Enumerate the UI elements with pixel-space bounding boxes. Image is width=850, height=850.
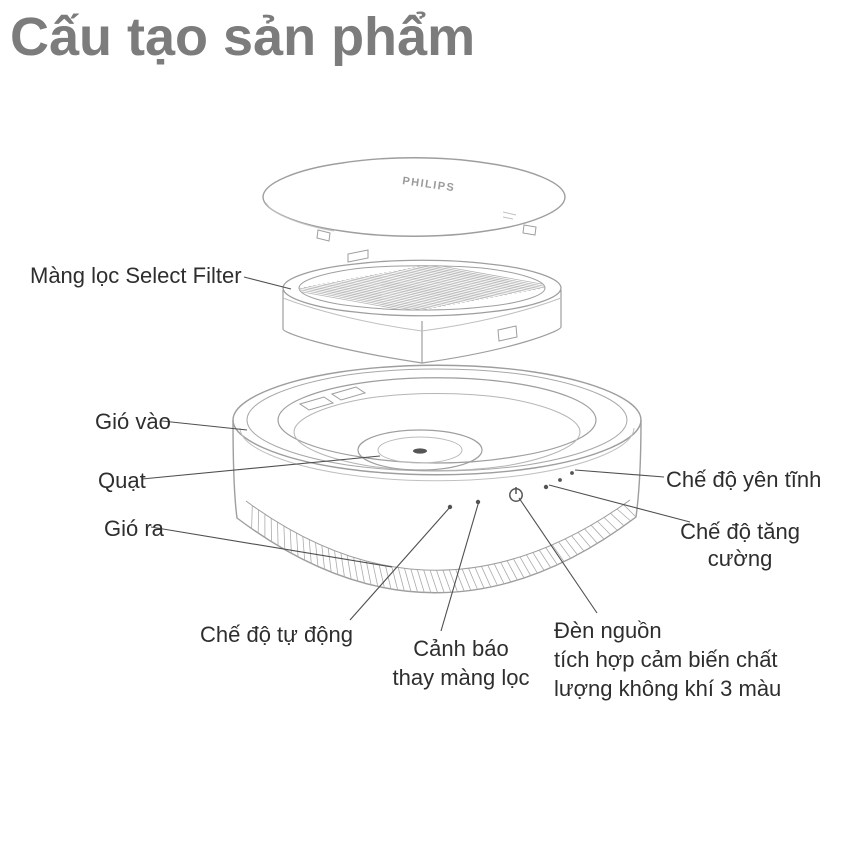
- filter-assembly: [282, 249, 562, 364]
- label-air-in: Gió vào: [95, 409, 171, 434]
- vent-band-top-edge: [245, 499, 631, 571]
- filter-warning-indicator: [475, 499, 481, 505]
- label-boost-line1: Chế độ tăng: [680, 519, 800, 544]
- label-auto-mode: Chế độ tự động: [200, 622, 353, 647]
- leader-power-light: [518, 497, 598, 614]
- leader-boost-mode: [548, 484, 691, 523]
- label-air-out: Gió ra: [104, 516, 164, 541]
- leader-air-out: [150, 526, 393, 568]
- label-boost-mode: Chế độ tăng cường: [664, 518, 816, 572]
- boost-mode-indicator: [543, 484, 549, 490]
- label-select-filter: Màng lọc Select Filter: [30, 263, 242, 288]
- label-boost-line2: cường: [707, 546, 773, 571]
- air-outlet-vents: [251, 504, 637, 593]
- body-outline: [232, 364, 642, 594]
- leader-filter: [243, 276, 292, 290]
- top-cover: PHILIPS: [262, 157, 566, 242]
- power-button-icon: [509, 487, 523, 502]
- label-quiet-mode: Chế độ yên tĩnh: [666, 467, 822, 492]
- leader-fan: [141, 455, 381, 480]
- label-warning-line2: thay màng lọc: [392, 665, 530, 690]
- page-title: Cấu tạo sản phẩm: [10, 7, 476, 67]
- leader-lines: [141, 276, 691, 632]
- label-power-line1: Đèn nguồn: [554, 618, 662, 643]
- leader-auto-mode: [349, 505, 452, 621]
- label-power-line2: tích hợp cảm biến chất: [554, 647, 778, 672]
- fan: [357, 429, 483, 471]
- leader-filter-warning: [440, 500, 480, 632]
- label-filter-warning: Cảnh báo thay màng lọc: [390, 634, 532, 692]
- quiet-mode-indicator: [558, 478, 562, 482]
- mode-indicator-dot: [570, 471, 574, 475]
- label-fan: Quạt: [98, 468, 146, 493]
- cover-foot: [316, 229, 331, 242]
- label-power-line3: lượng không khí 3 màu: [554, 676, 782, 701]
- leader-air-in: [161, 420, 248, 431]
- filter-pleats: [299, 265, 545, 310]
- label-power-light: Đèn nguồn tích hợp cảm biến chất lượng k…: [554, 616, 781, 703]
- label-warning-line1: Cảnh báo: [413, 636, 509, 661]
- leader-quiet-mode: [574, 469, 665, 478]
- cover-foot: [522, 224, 537, 236]
